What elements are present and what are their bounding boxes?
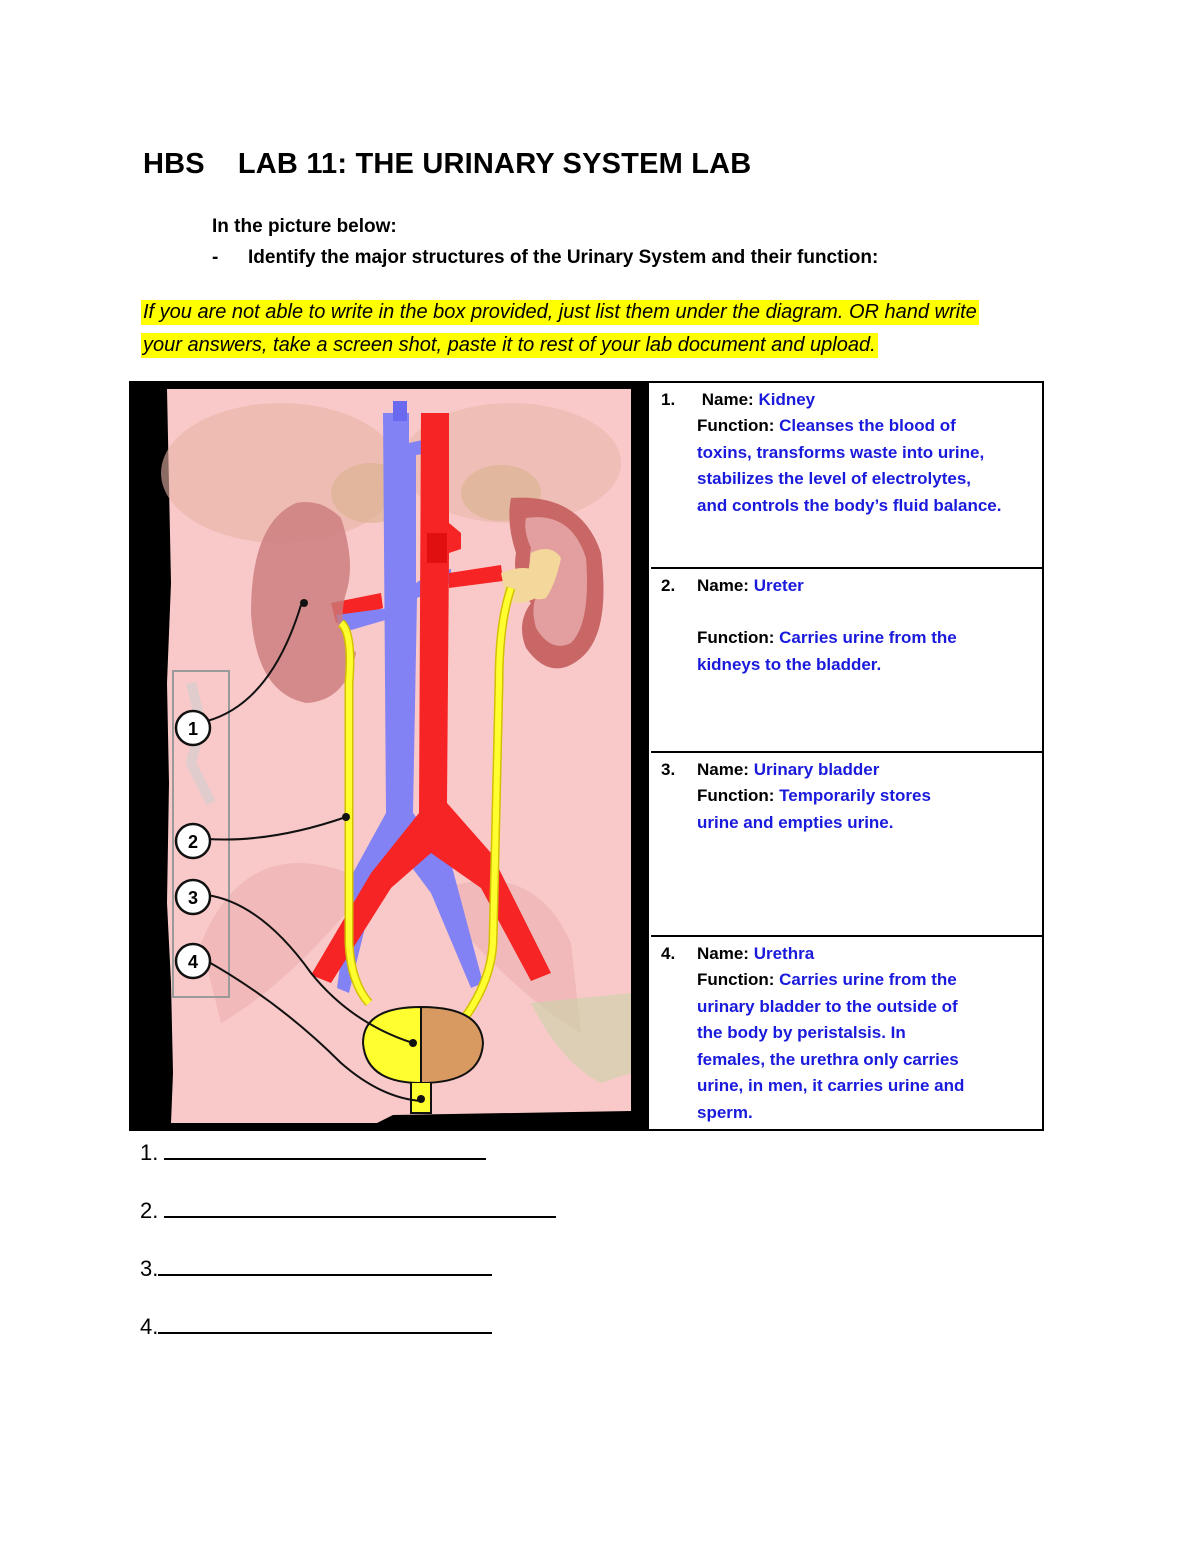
answer-name: Urinary bladder bbox=[753, 760, 880, 779]
function-line: stabilizes the level of electrolytes, bbox=[697, 469, 972, 488]
blank-line[interactable] bbox=[158, 1312, 493, 1334]
function-line: sperm. bbox=[697, 1102, 753, 1122]
answer-number: 3. bbox=[661, 760, 676, 779]
answer-cell-3: 3. Name: Urinary bladder Function: Tempor… bbox=[651, 751, 1042, 935]
diagram-label-1: 1 bbox=[174, 709, 212, 747]
function-label: Function: bbox=[697, 628, 775, 647]
blank-number: 4. bbox=[140, 1314, 159, 1339]
function-line: Cleanses the blood of bbox=[779, 416, 956, 435]
answer-cell-1: 1. Name: Kidney Function: Cleanses the b… bbox=[651, 383, 1042, 567]
name-label: Name: bbox=[701, 390, 754, 409]
lab-title: LAB 11: THE URINARY SYSTEM LAB bbox=[237, 148, 752, 180]
answer-number: 2. bbox=[661, 576, 676, 595]
diagram-label-2: 2 bbox=[174, 822, 212, 860]
function-line: kidneys to the bladder. bbox=[697, 654, 882, 674]
function-line: Carries urine from the bbox=[779, 970, 957, 989]
blank-line[interactable] bbox=[158, 1254, 493, 1276]
answer-cell-4: 4. Name: Urethra Function: Carries urine … bbox=[651, 935, 1042, 1129]
blank-line[interactable] bbox=[164, 1138, 487, 1160]
function-line: Carries urine from the bbox=[779, 628, 957, 647]
diagram-cell: 1 2 3 4 bbox=[131, 383, 649, 1129]
function-label: Function: bbox=[697, 786, 775, 805]
svg-text:4: 4 bbox=[188, 952, 198, 972]
function-label: Function: bbox=[697, 416, 775, 435]
function-line: females, the urethra only carries bbox=[697, 1049, 959, 1069]
function-line: the body by peristalsis. In bbox=[697, 1023, 906, 1042]
page-title: HBS LAB 11: THE URINARY SYSTEM LAB bbox=[143, 148, 751, 181]
course-code: HBS bbox=[143, 148, 205, 180]
function-line: and controls the body’s fluid balance. bbox=[697, 495, 1002, 515]
svg-text:2: 2 bbox=[188, 832, 198, 852]
name-label: Name: bbox=[697, 760, 749, 779]
answer-name: Ureter bbox=[753, 576, 804, 595]
svg-text:3: 3 bbox=[188, 888, 198, 908]
urinary-system-diagram: 1 2 3 4 bbox=[131, 383, 647, 1129]
function-line: toxins, transforms waste into urine, bbox=[697, 442, 985, 462]
diagram-label-4: 4 bbox=[174, 942, 212, 980]
intro-text: In the picture below: bbox=[212, 216, 397, 237]
instruction-bullet: - Identify the major structures of the Ur… bbox=[212, 247, 878, 269]
function-line: Temporarily stores bbox=[779, 786, 931, 805]
blank-number: 2. bbox=[140, 1198, 159, 1223]
function-line: urinary bladder to the outside of bbox=[697, 996, 958, 1016]
blank-answer-4: 4. bbox=[140, 1312, 493, 1340]
name-label: Name: bbox=[697, 944, 749, 963]
answer-cell-2: 2. Name: Ureter Function: Carries urine f… bbox=[651, 567, 1042, 751]
blank-answer-3: 3. bbox=[140, 1254, 493, 1282]
highlight-note-line1: If you are not able to write in the box … bbox=[141, 300, 979, 325]
answer-number: 4. bbox=[661, 944, 676, 963]
blank-number: 3. bbox=[140, 1256, 159, 1281]
bullet-dash: - bbox=[212, 247, 219, 268]
name-label: Name: bbox=[697, 576, 749, 595]
highlight-note-line2: your answers, take a screen shot, paste … bbox=[141, 333, 878, 358]
lab-table: 1 2 3 4 1. Name: Kidney Function: Cleans… bbox=[129, 381, 1044, 1131]
blank-answer-2: 2. bbox=[140, 1196, 557, 1224]
blank-answer-1: 1. bbox=[140, 1138, 487, 1166]
answer-name: Kidney bbox=[758, 390, 816, 409]
function-label: Function: bbox=[697, 970, 775, 989]
blank-line[interactable] bbox=[164, 1196, 557, 1218]
function-line: urine, in men, it carries urine and bbox=[697, 1076, 965, 1095]
bullet-text: Identify the major structures of the Uri… bbox=[248, 247, 879, 268]
answer-name: Urethra bbox=[753, 944, 815, 963]
diagram-label-3: 3 bbox=[174, 878, 212, 916]
svg-text:1: 1 bbox=[188, 719, 198, 739]
blank-number: 1. bbox=[140, 1140, 159, 1165]
answer-number: 1. bbox=[661, 390, 676, 409]
function-line: urine and empties urine. bbox=[697, 812, 894, 832]
